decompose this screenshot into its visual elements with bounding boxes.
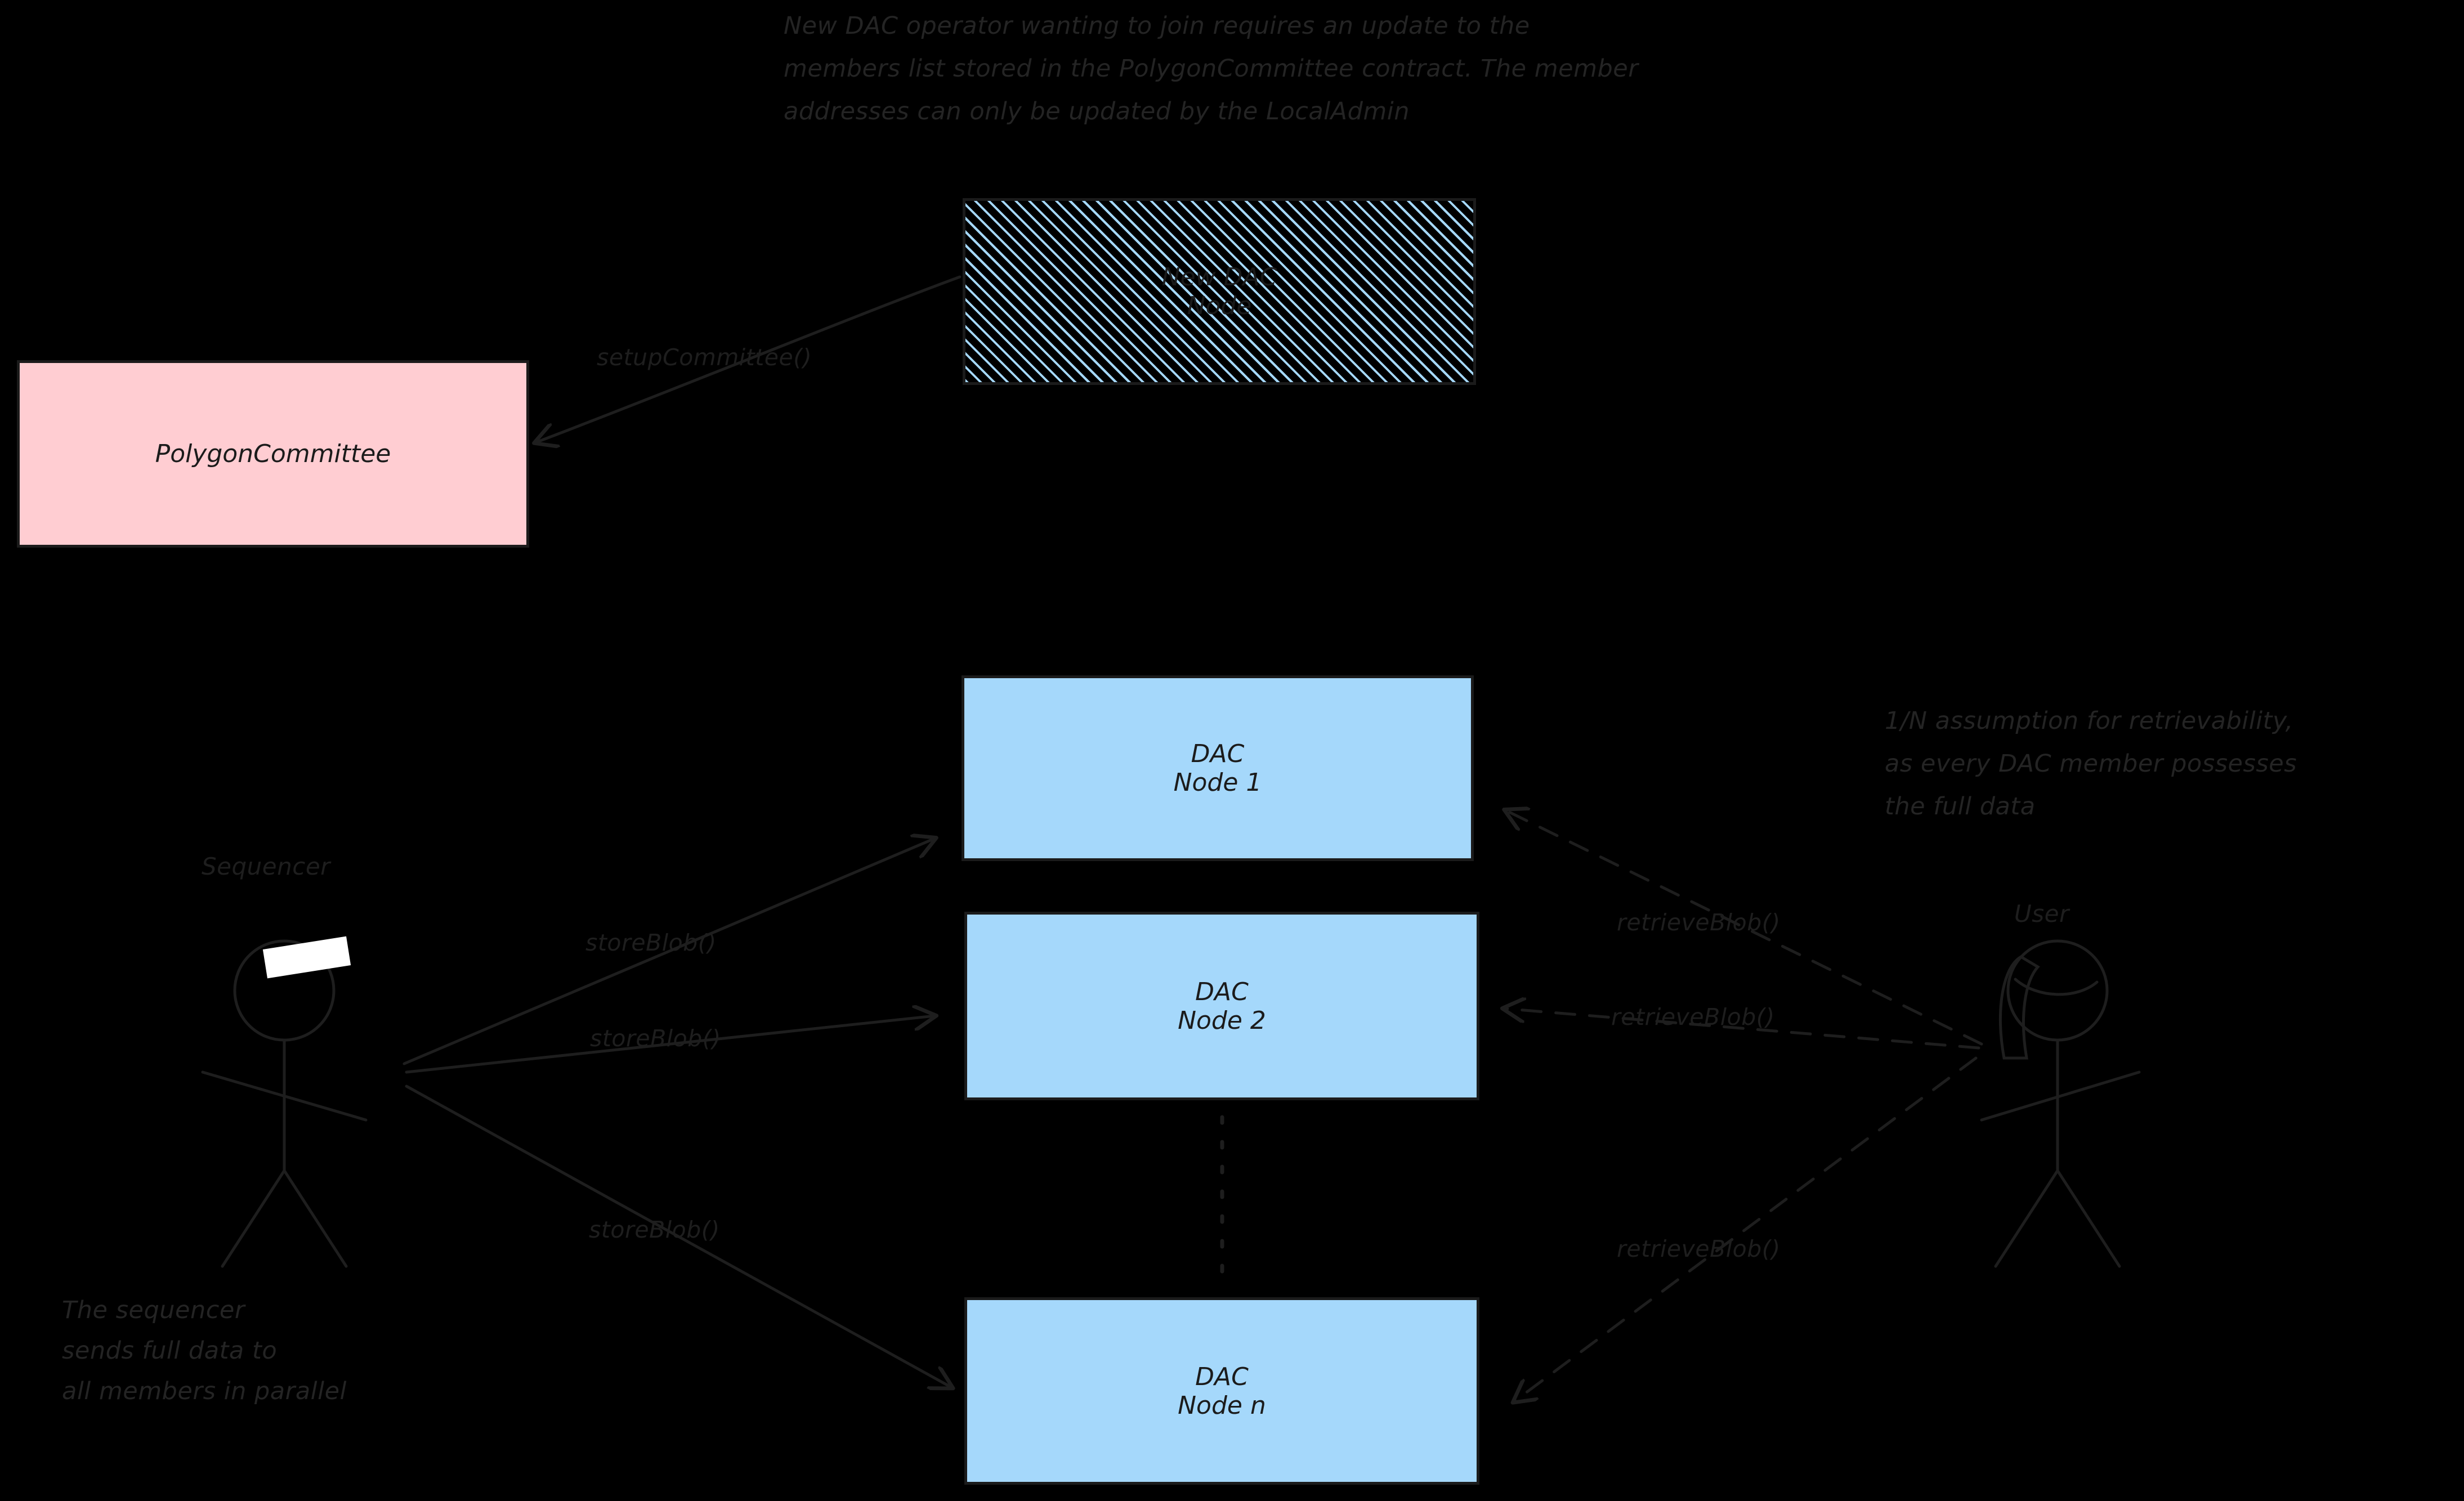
dac-node-n-box[interactable]: DAC Node n	[964, 1297, 1479, 1485]
dac-node-1-label-line1: DAC	[1191, 740, 1245, 768]
sequencer-label: Sequencer	[202, 853, 330, 880]
edge-retrieve-blob-n	[1514, 1056, 1978, 1401]
note-bottom-left-line3: all members in parallel	[62, 1377, 347, 1405]
new-dac-node-box[interactable]: New DAC Node	[963, 198, 1476, 385]
note-right-line2: as every DAC member possesses	[1885, 750, 2297, 778]
new-dac-node-label-line1: New DAC	[1161, 263, 1277, 292]
note-top-line3: addresses can only be updated by the Loc…	[784, 97, 1410, 126]
edge-label-retrieve-blob-1: retrieveBlob()	[1617, 909, 1781, 936]
edge-label-store-blob-1: storeBlob()	[585, 929, 717, 956]
edge-label-setup-committee: setupCommittee()	[597, 344, 812, 371]
edge-store-blob-1	[403, 839, 934, 1065]
note-right-line3: the full data	[1885, 792, 2036, 821]
dac-node-1-label-line2: Node 1	[1173, 768, 1262, 797]
edge-retrieve-blob-1	[1506, 810, 1983, 1046]
edge-label-store-blob-n: storeBlob()	[589, 1216, 720, 1243]
edge-label-retrieve-blob-2: retrieveBlob()	[1611, 1003, 1775, 1030]
edge-label-retrieve-blob-n: retrieveBlob()	[1617, 1235, 1781, 1262]
edge-store-blob-2	[405, 1016, 934, 1074]
note-top-line1: New DAC operator wanting to join require…	[784, 12, 1530, 40]
dac-node-2-label-line1: DAC	[1195, 977, 1249, 1006]
polygon-committee-box[interactable]: PolygonCommittee	[17, 360, 529, 548]
sequencer-figure	[201, 939, 368, 1268]
note-bottom-left-line1: The sequencer	[62, 1296, 245, 1324]
dac-node-n-label-line2: Node n	[1178, 1391, 1266, 1420]
dac-node-2-box[interactable]: DAC Node 2	[964, 912, 1479, 1100]
edge-store-blob-n	[405, 1085, 951, 1387]
user-label: User	[2014, 900, 2069, 928]
edge-retrieve-blob-2	[1504, 1009, 1980, 1050]
note-bottom-left-line2: sends full data to	[62, 1337, 278, 1365]
polygon-committee-label: PolygonCommittee	[155, 440, 391, 468]
edge-label-store-blob-2: storeBlob()	[590, 1025, 721, 1052]
dac-node-2-label-line2: Node 2	[1178, 1006, 1266, 1035]
dac-node-1-box[interactable]: DAC Node 1	[962, 675, 1474, 861]
edge-setup-committee	[536, 275, 962, 442]
dac-node-n-label-line1: DAC	[1195, 1362, 1249, 1391]
new-dac-node-label-line2: Node	[1187, 292, 1252, 320]
note-right-line1: 1/N assumption for retrievability,	[1885, 707, 2293, 735]
note-top-line2: members list stored in the PolygonCommit…	[784, 55, 1639, 83]
user-figure	[1980, 939, 2141, 1268]
